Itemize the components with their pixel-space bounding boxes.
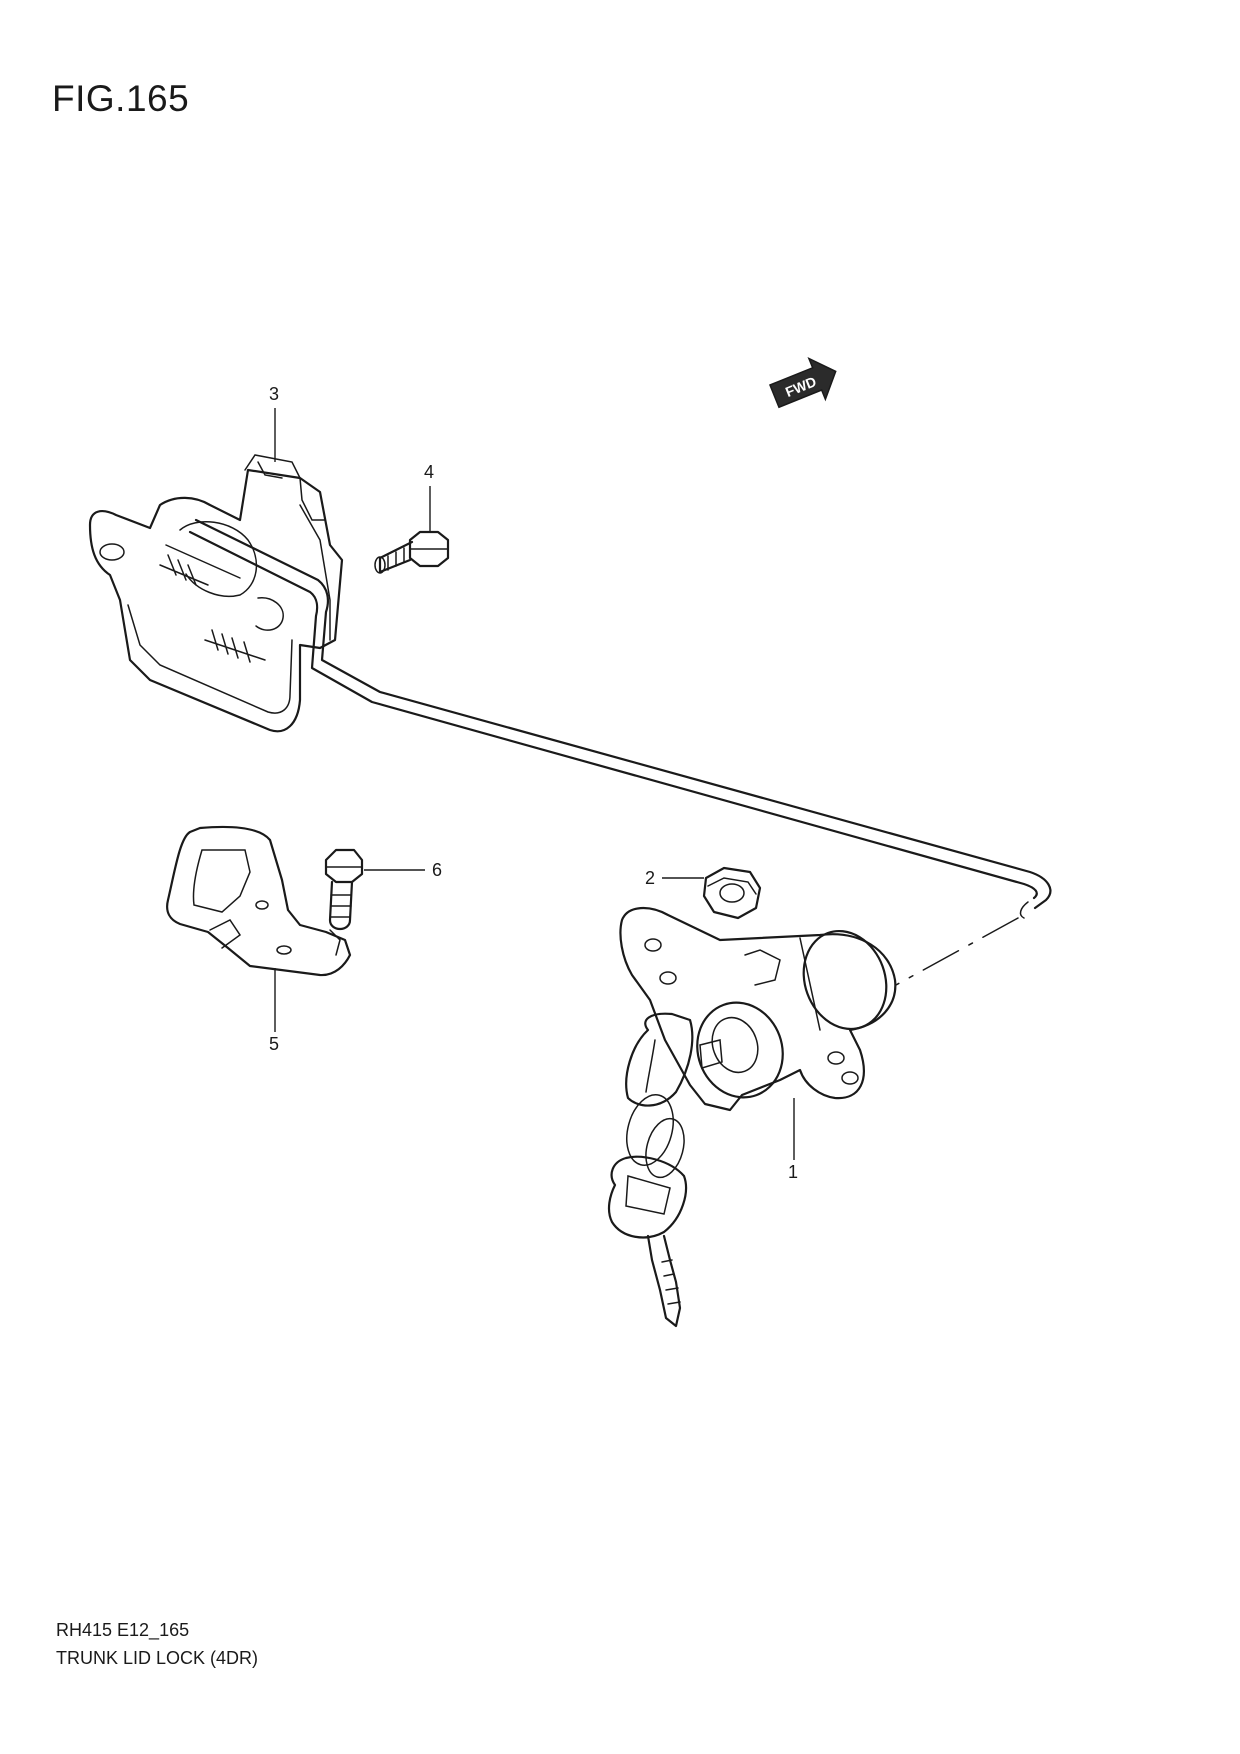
callout-3: 3 [269,384,279,462]
svg-text:2: 2 [645,868,655,888]
callout-6: 6 [364,860,442,880]
svg-text:6: 6 [432,860,442,880]
svg-text:3: 3 [269,384,279,404]
callout-2: 2 [645,868,704,888]
rod-to-cylinder-dashed-line [895,917,1019,986]
trunk-lid-latch [88,454,344,733]
connecting-rod [188,518,1052,919]
svg-text:5: 5 [269,1034,279,1054]
svg-text:4: 4 [424,462,434,482]
fwd-arrow-icon: FWD [769,356,837,409]
bracket-part-5 [166,825,352,977]
svg-text:1: 1 [788,1162,798,1182]
figure-title: FIG.165 [52,78,190,119]
bolt-part-4 [374,530,450,574]
key-cylinder-part-1 [607,907,897,1328]
callout-5: 5 [269,968,279,1054]
callout-4: 4 [424,462,434,532]
nut-part-2 [702,866,762,920]
bolt-part-6 [324,848,364,931]
callout-1: 1 [788,1098,798,1182]
diagram-caption: TRUNK LID LOCK (4DR) [56,1648,259,1668]
diagram-code: RH415 E12_165 [56,1620,190,1640]
